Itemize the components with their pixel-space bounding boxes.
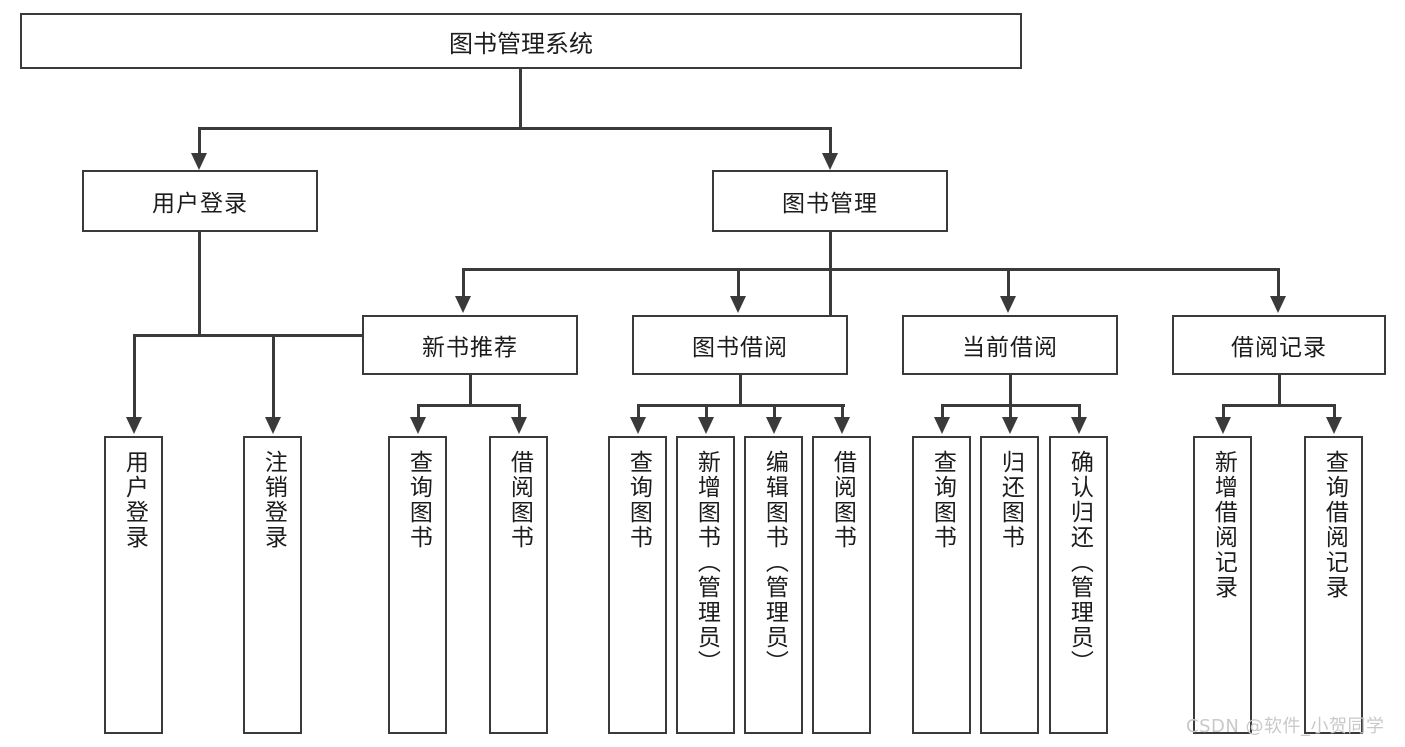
edge-current-borrow-stem: [1009, 375, 1012, 406]
arrow-cb-return: [1002, 417, 1018, 434]
arrow-br-add: [1215, 417, 1231, 434]
edge-user-login-stem: [198, 232, 201, 336]
leaf-bb-borrow-book-label: 借阅图书: [829, 450, 856, 550]
leaf-nb-query-book-label: 查询图书: [405, 450, 432, 550]
arrow-bb-add: [698, 417, 714, 434]
leaf-bb-query-book-label: 查询图书: [625, 450, 652, 550]
edge-book-borrow-stem: [739, 375, 742, 406]
leaf-bb-query-book[interactable]: 查询图书: [608, 436, 667, 734]
edge-drop-leaf-logout: [272, 334, 275, 419]
arrow-br-query: [1326, 417, 1342, 434]
arrow-leaf-logout: [265, 417, 281, 434]
edge-drop-nb-borrow: [518, 404, 521, 419]
node-new-book-recommend[interactable]: 新书推荐: [362, 315, 578, 375]
leaf-bb-borrow-book[interactable]: 借阅图书: [812, 436, 871, 734]
edge-drop-current-borrow: [1007, 268, 1010, 298]
edge-new-book-bar: [417, 404, 521, 407]
edge-drop-nb-query: [417, 404, 420, 419]
arrow-new-book: [455, 296, 471, 313]
node-book-manage-label: 图书管理: [782, 191, 878, 217]
leaf-nb-query-book[interactable]: 查询图书: [388, 436, 447, 734]
edge-book-borrow-bar: [637, 404, 845, 407]
arrow-book-manage: [822, 153, 838, 170]
arrow-cb-query: [934, 417, 950, 434]
arrow-cb-confirm: [1071, 417, 1087, 434]
edge-drop-bb-edit: [773, 404, 776, 419]
leaf-nb-borrow-book[interactable]: 借阅图书: [489, 436, 548, 734]
node-borrow-records[interactable]: 借阅记录: [1172, 315, 1386, 375]
node-book-borrow[interactable]: 图书借阅: [632, 315, 848, 375]
leaf-cb-query-book-label: 查询图书: [929, 450, 956, 550]
node-borrow-records-label: 借阅记录: [1231, 335, 1327, 361]
leaf-nb-borrow-book-label: 借阅图书: [506, 450, 533, 550]
edge-drop-book-manage: [829, 127, 832, 155]
edge-drop-br-query: [1333, 404, 1336, 419]
arrow-leaf-user-login: [126, 417, 142, 434]
arrow-borrow-records: [1270, 296, 1286, 313]
edge-drop-bb-query: [637, 404, 640, 419]
leaf-br-query-record[interactable]: 查询借阅记录: [1304, 436, 1363, 734]
edge-book-manage-stem: [829, 232, 832, 360]
node-new-book-recommend-label: 新书推荐: [422, 335, 518, 361]
arrow-bb-query: [630, 417, 646, 434]
node-user-login-label: 用户登录: [152, 191, 248, 217]
node-user-login[interactable]: 用户登录: [82, 170, 318, 232]
leaf-bb-add-book-label: 新增图书（管理员）: [693, 450, 720, 675]
node-root-label: 图书管理系统: [449, 29, 593, 58]
edge-drop-bb-add: [705, 404, 708, 419]
edge-drop-cb-confirm: [1078, 404, 1081, 419]
node-current-borrow-label: 当前借阅: [962, 335, 1058, 361]
edge-book-manage-bar: [462, 268, 1279, 271]
edge-level1-bar: [198, 127, 832, 130]
edge-drop-br-add: [1222, 404, 1225, 419]
arrow-nb-borrow: [511, 417, 527, 434]
arrow-book-borrow: [730, 296, 746, 313]
arrow-current-borrow: [1000, 296, 1016, 313]
leaf-cb-query-book[interactable]: 查询图书: [912, 436, 971, 734]
edge-drop-cb-return: [1009, 404, 1012, 419]
leaf-cb-return-book[interactable]: 归还图书: [980, 436, 1039, 734]
edge-drop-book-borrow: [737, 268, 740, 298]
leaf-bb-add-book[interactable]: 新增图书（管理员）: [676, 436, 735, 734]
edge-drop-leaf-user-login: [133, 334, 136, 419]
edge-drop-new-book: [462, 268, 465, 298]
leaf-user-login[interactable]: 用户登录: [104, 436, 163, 734]
leaf-user-login-label: 用户登录: [121, 450, 148, 550]
arrow-bb-borrow: [834, 417, 850, 434]
leaf-logout[interactable]: 注销登录: [243, 436, 302, 734]
arrow-bb-edit: [766, 417, 782, 434]
node-current-borrow[interactable]: 当前借阅: [902, 315, 1118, 375]
node-book-manage[interactable]: 图书管理: [712, 170, 948, 232]
edge-new-book-stem: [469, 375, 472, 406]
leaf-cb-return-book-label: 归还图书: [997, 450, 1024, 550]
node-root-system[interactable]: 图书管理系统: [20, 13, 1022, 69]
edge-drop-cb-query: [941, 404, 944, 419]
leaf-bb-edit-book[interactable]: 编辑图书（管理员）: [744, 436, 803, 734]
arrow-user-login: [191, 153, 207, 170]
leaf-br-add-record-label: 新增借阅记录: [1210, 450, 1237, 600]
edge-drop-borrow-records: [1277, 268, 1280, 298]
leaf-logout-label: 注销登录: [260, 450, 287, 550]
edge-drop-bb-borrow: [841, 404, 844, 419]
edge-user-login-bar: [133, 334, 405, 337]
leaf-br-add-record[interactable]: 新增借阅记录: [1193, 436, 1252, 734]
leaf-cb-confirm-return-label: 确认归还（管理员）: [1066, 450, 1093, 675]
csdn-watermark: CSDN @软件_小贺同学: [1186, 716, 1385, 737]
leaf-br-query-record-label: 查询借阅记录: [1321, 450, 1348, 600]
node-book-borrow-label: 图书借阅: [692, 335, 788, 361]
edge-borrow-records-bar: [1222, 404, 1336, 407]
edge-root-stem: [519, 69, 522, 129]
edge-borrow-records-stem: [1278, 375, 1281, 406]
edge-drop-user-login: [198, 127, 201, 155]
leaf-cb-confirm-return[interactable]: 确认归还（管理员）: [1049, 436, 1108, 734]
arrow-nb-query: [410, 417, 426, 434]
leaf-bb-edit-book-label: 编辑图书（管理员）: [761, 450, 788, 675]
